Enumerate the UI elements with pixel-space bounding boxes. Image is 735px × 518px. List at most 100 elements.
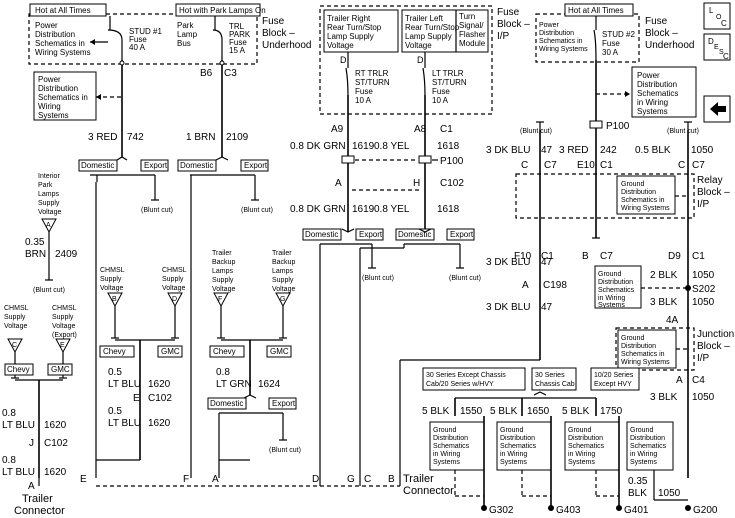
svg-text:1050: 1050 [692, 392, 715, 403]
hot-park-lamps-label: Hot with Park Lamps On [179, 6, 266, 15]
svg-text:in Wiring: in Wiring [433, 451, 460, 458]
svg-text:Backup: Backup [272, 259, 295, 266]
svg-text:Distribution: Distribution [539, 30, 574, 37]
svg-text:Lamps: Lamps [212, 268, 234, 275]
svg-text:B: B [388, 474, 395, 485]
svg-text:G: G [347, 474, 355, 485]
svg-text:E: E [60, 342, 65, 349]
svg-text:Fuse: Fuse [497, 7, 520, 18]
svg-text:in Wiring: in Wiring [568, 451, 595, 458]
ground-g403: Ground Distribution Schematics in Wiring… [496, 416, 581, 516]
svg-text:0.35: 0.35 [628, 476, 648, 487]
svg-text:1050: 1050 [692, 270, 715, 281]
svg-text:0.8 YEL: 0.8 YEL [374, 204, 410, 215]
svg-text:C7: C7 [600, 251, 613, 262]
svg-text:C1: C1 [440, 124, 453, 135]
svg-text:I/P: I/P [497, 31, 510, 42]
svg-text:Domestic: Domestic [210, 399, 243, 408]
svg-text:GMC: GMC [161, 347, 180, 356]
wire-2109-color: 1 BRN [186, 132, 215, 143]
svg-text:3 DK BLU: 3 DK BLU [486, 302, 530, 313]
svg-text:in Wiring: in Wiring [500, 451, 527, 458]
desc-legend[interactable]: D E S C [703, 33, 731, 61]
svg-text:C102: C102 [44, 438, 68, 449]
svg-text:Voltage: Voltage [212, 286, 235, 293]
svg-text:1618: 1618 [437, 204, 460, 215]
svg-text:Supply: Supply [4, 314, 26, 321]
svg-text:Underhood: Underhood [645, 40, 694, 51]
back-arrow-icon[interactable] [703, 95, 731, 123]
pd-schematics-left[interactable]: Power Distribution Schematics in Wiring … [33, 71, 97, 121]
chmsl-left: CHMSL Supply Voltage C CHMSL Supply Volt… [2, 305, 77, 517]
svg-text:Distribution: Distribution [35, 30, 75, 39]
series-options: 30 Series Except Chassis Cab/20 Series w… [422, 367, 640, 416]
svg-text:(Blunt cut): (Blunt cut) [667, 128, 699, 135]
svg-text:Junction: Junction [697, 329, 734, 340]
svg-text:1750: 1750 [600, 406, 623, 417]
svg-text:C1: C1 [600, 160, 613, 171]
svg-text:1050: 1050 [692, 297, 715, 308]
svg-text:0.8 YEL: 0.8 YEL [374, 141, 410, 152]
trailer-connector-main: E F A D G C B Trailer Connector [38, 182, 454, 497]
pd-schematics-right[interactable]: Power Distribution Schematics in Wiring … [631, 66, 697, 118]
svg-text:0.8 DK GRN: 0.8 DK GRN [290, 204, 346, 215]
svg-text:LT BLU: LT BLU [108, 379, 141, 390]
svg-text:Fuse: Fuse [602, 39, 620, 48]
svg-text:C102: C102 [148, 393, 172, 404]
svg-text:Rear Turn/Stop: Rear Turn/Stop [327, 23, 382, 32]
svg-text:LT BLU: LT BLU [2, 420, 35, 431]
svg-text:Schematics: Schematics [433, 443, 470, 450]
svg-text:Distribution: Distribution [637, 80, 677, 89]
svg-text:S: S [719, 49, 724, 56]
svg-text:Export: Export [450, 230, 474, 239]
svg-text:Block –: Block – [697, 187, 730, 198]
svg-text:Schematics: Schematics [568, 443, 605, 450]
svg-text:Ground: Ground [433, 427, 456, 434]
stud1-label: STUD #1 [129, 27, 162, 36]
wire-2109-number: 2109 [226, 132, 249, 143]
svg-text:Connector: Connector [403, 485, 454, 497]
svg-text:3 DK BLU: 3 DK BLU [486, 257, 530, 268]
svg-text:1624: 1624 [258, 379, 281, 390]
svg-text:Wiring Systems: Wiring Systems [621, 359, 670, 366]
svg-text:Park: Park [38, 182, 53, 189]
svg-text:Distribution: Distribution [433, 435, 468, 442]
svg-text:G401: G401 [624, 505, 649, 516]
svg-text:CHMSL: CHMSL [100, 267, 125, 274]
svg-text:A: A [28, 481, 35, 492]
svg-text:0.5 BLK: 0.5 BLK [635, 145, 671, 156]
svg-text:C1: C1 [692, 251, 705, 262]
svg-text:Voltage: Voltage [4, 323, 27, 330]
svg-text:1050: 1050 [691, 145, 714, 156]
svg-text:242: 242 [600, 145, 617, 156]
svg-text:2 BLK: 2 BLK [650, 270, 678, 281]
svg-text:1618: 1618 [437, 141, 460, 152]
svg-text:F10: F10 [514, 251, 532, 262]
svg-text:in Wiring: in Wiring [630, 451, 657, 458]
svg-text:LT GRN: LT GRN [216, 379, 252, 390]
svg-text:in Wiring: in Wiring [598, 295, 625, 302]
svg-text:1620: 1620 [44, 467, 67, 478]
svg-text:Relay: Relay [697, 175, 723, 186]
svg-text:Voltage: Voltage [100, 285, 123, 292]
svg-text:0.5: 0.5 [108, 406, 122, 417]
fuse-block-underhood-title-l2: Block – [262, 28, 295, 39]
svg-text:Schematics: Schematics [500, 443, 537, 450]
svg-text:I/P: I/P [697, 199, 710, 210]
p100-connector: P100 [341, 155, 464, 167]
svg-text:Ground: Ground [500, 427, 523, 434]
svg-text:Chevy: Chevy [213, 347, 236, 356]
svg-text:Distribution: Distribution [500, 435, 535, 442]
loc-legend[interactable]: L O C [703, 2, 731, 30]
svg-text:Domestic: Domestic [180, 161, 213, 170]
svg-text:Systems: Systems [630, 459, 657, 466]
svg-text:B: B [582, 251, 589, 262]
wire-742-color: 3 RED [88, 132, 117, 143]
svg-text:30 Series Except Chassis: 30 Series Except Chassis [426, 372, 506, 379]
svg-text:C198: C198 [543, 280, 567, 291]
svg-text:D: D [172, 296, 177, 303]
svg-text:P100: P100 [606, 121, 630, 132]
svg-text:(Blunt cut): (Blunt cut) [269, 447, 301, 454]
svg-text:(Blunt cut): (Blunt cut) [241, 207, 273, 214]
